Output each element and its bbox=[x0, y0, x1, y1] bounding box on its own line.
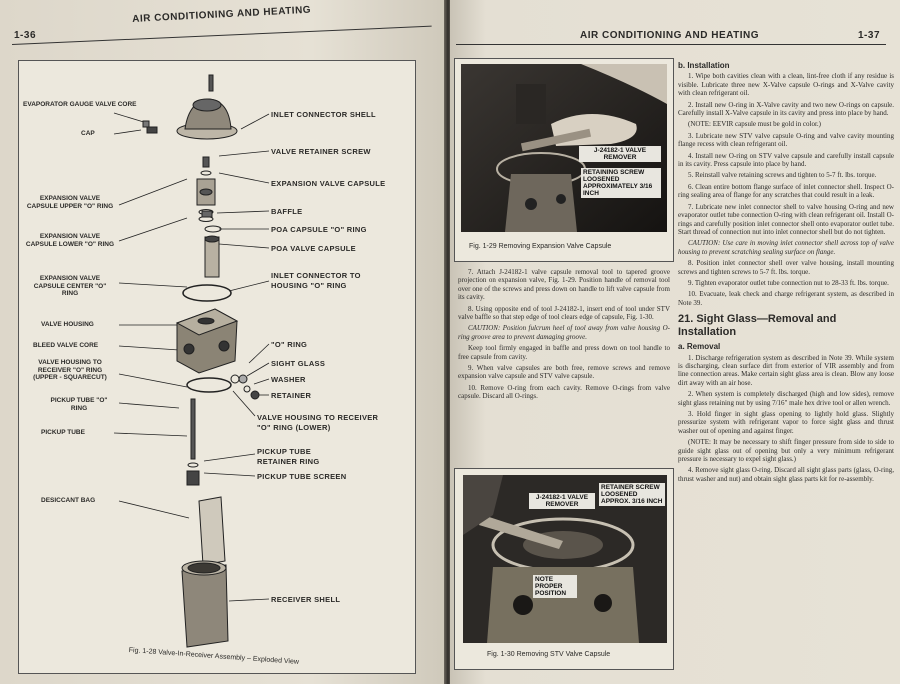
paragraph: 4. Remove sight glass O-ring. Discard al… bbox=[678, 466, 894, 483]
label-desiccant-bag: DESICCANT BAG bbox=[41, 497, 96, 504]
label-valve-housing: VALVE HOUSING bbox=[41, 321, 94, 328]
label-expansion-valve-capsule: EXPANSION VALVE CAPSULE bbox=[271, 179, 386, 188]
label-valve-retainer-screw: VALVE RETAINER SCREW bbox=[271, 147, 371, 156]
paragraph: 6. Clean entire bottom flange surface of… bbox=[678, 182, 894, 200]
paragraph: 9. When valve capsules are both free, re… bbox=[458, 364, 670, 381]
text-column-2: b. Installation 1. Wipe both cavities cl… bbox=[678, 61, 894, 486]
header-rule-left bbox=[12, 25, 432, 45]
caution-paragraph: CAUTION: Use care in moving inlet connec… bbox=[678, 239, 894, 256]
caution-paragraph: CAUTION: Position fulcrum heel of tool a… bbox=[458, 324, 670, 341]
label-sight-glass: SIGHT GLASS bbox=[271, 359, 326, 368]
removal-heading: a. Removal bbox=[678, 342, 721, 352]
page-header-left: AIR CONDITIONING AND HEATING bbox=[132, 4, 312, 25]
caption-fig-1-30: Fig. 1-30 Removing STV Valve Capsule bbox=[487, 651, 611, 658]
label-baffle: BAFFLE bbox=[271, 207, 303, 216]
label-valve-housing-o-ring-upper: VALVE HOUSING TO RECEIVER "O" RING (UPPE… bbox=[33, 359, 107, 381]
label-pickup-tube-retainer-ring: PICKUP TUBE RETAINER RING bbox=[257, 447, 320, 466]
note-paragraph: (NOTE: It may be necessary to shift fing… bbox=[678, 438, 894, 464]
label-inlet-connector-to-housing-o-ring: INLET CONNECTOR TO HOUSING "O" RING bbox=[271, 271, 361, 290]
label-valve-housing-o-ring-lower: VALVE HOUSING TO RECEIVER "O" RING (LOWE… bbox=[257, 413, 379, 432]
page-number-left: 1-36 bbox=[14, 30, 37, 41]
label-poa-valve-capsule: POA VALVE CAPSULE bbox=[271, 244, 356, 253]
page-number-right: 1-37 bbox=[858, 30, 881, 41]
label-expansion-lower-o-ring: EXPANSION VALVE CAPSULE LOWER "O" RING bbox=[25, 233, 115, 248]
paragraph: 4. Install new O-ring on STV valve capsu… bbox=[678, 151, 894, 169]
label-cap: CAP bbox=[81, 130, 95, 137]
label-expansion-upper-o-ring: EXPANSION VALVE CAPSULE UPPER "O" RING bbox=[26, 195, 114, 210]
label-expansion-center-o-ring: EXPANSION VALVE CAPSULE CENTER "O" RING bbox=[33, 275, 107, 297]
paragraph: 3. Hold finger in sight glass opening to… bbox=[678, 410, 894, 435]
right-page: AIR CONDITIONING AND HEATING 1-37 J-2418… bbox=[450, 0, 900, 684]
paragraph: 2. When system is completely discharged … bbox=[678, 390, 894, 407]
paragraph: 7. Attach J-24182-1 valve capsule remova… bbox=[458, 268, 670, 302]
label-pickup-tube-screen: PICKUP TUBE SCREEN bbox=[257, 472, 347, 481]
section-heading-sight-glass: 21. Sight Glass—Removal and Installation bbox=[678, 313, 837, 339]
header-rule-right bbox=[456, 44, 886, 45]
paragraph: 9. Tighten evaporator outlet tube connec… bbox=[688, 278, 889, 287]
left-page: 1-36 AIR CONDITIONING AND HEATING bbox=[0, 0, 446, 684]
label-inlet-connector-shell: INLET CONNECTOR SHELL bbox=[271, 110, 376, 119]
label-retainer: RETAINER bbox=[271, 391, 312, 400]
paragraph: 7. Lubricate new inlet connector shell t… bbox=[678, 202, 894, 236]
paragraph: 1. Discharge refrigeration system as des… bbox=[678, 353, 894, 387]
figure-1-30: J-24182-1 VALVE REMOVER RETAINER SCREW L… bbox=[454, 468, 674, 670]
label-o-ring: "O" RING bbox=[271, 340, 308, 349]
fig-1-30-label-retainer-screw: RETAINER SCREW LOOSENED APPROX. 3/16 INC… bbox=[599, 483, 665, 506]
label-pickup-tube-o-ring: PICKUP TUBE "O" RING bbox=[50, 397, 108, 412]
paragraph: 10. Remove O-ring from each cavity. Remo… bbox=[458, 383, 670, 401]
paragraph: 3. Lubricate new STV valve capsule O-rin… bbox=[678, 131, 894, 149]
paragraph: 1. Wipe both cavities clean with a clean… bbox=[678, 72, 894, 98]
fig-1-30-label-note-position: NOTE PROPER POSITION bbox=[533, 575, 577, 598]
fig-1-29-label-valve-remover: J-24182-1 VALVE REMOVER bbox=[579, 146, 661, 162]
label-washer: WASHER bbox=[271, 375, 306, 384]
figure-1-28: EVAPORATOR GAUGE VALVE CORE CAP EXPANSIO… bbox=[18, 60, 416, 674]
paragraph: Keep tool firmly engaged in baffle and p… bbox=[458, 344, 670, 361]
exploded-view-drawing bbox=[113, 74, 270, 648]
fig-1-29-photo: J-24182-1 VALVE REMOVER RETAINING SCREW … bbox=[461, 64, 667, 232]
label-pickup-tube: PICKUP TUBE bbox=[41, 429, 85, 436]
fig-1-29-label-retaining-screw: RETAINING SCREW LOOSENED APPROXIMATELY 3… bbox=[581, 168, 661, 198]
paragraph: 8. Using opposite end of tool J-24182-1,… bbox=[458, 304, 670, 322]
label-poa-capsule-o-ring: POA CAPSULE "O" RING bbox=[271, 225, 367, 234]
paragraph: 2. Install new O-ring in X-Valve cavity … bbox=[678, 100, 894, 118]
figure-1-29: J-24182-1 VALVE REMOVER RETAINING SCREW … bbox=[454, 58, 674, 262]
paragraph: 10. Evacuate, leak check and charge refr… bbox=[678, 290, 894, 307]
installation-heading: b. Installation bbox=[678, 61, 730, 70]
label-evaporator-gauge-valve-core: EVAPORATOR GAUGE VALVE CORE bbox=[23, 101, 137, 108]
fig-1-30-photo: J-24182-1 VALVE REMOVER RETAINER SCREW L… bbox=[463, 475, 667, 643]
paragraph: 5. Reinstall valve retaining screws and … bbox=[688, 171, 877, 180]
book-gutter bbox=[444, 0, 452, 684]
fig-1-30-label-valve-remover: J-24182-1 VALVE REMOVER bbox=[529, 493, 595, 509]
caption-fig-1-29: Fig. 1-29 Removing Expansion Valve Capsu… bbox=[469, 243, 612, 250]
paragraph: 8. Position inlet connector shell over v… bbox=[678, 259, 894, 276]
page-header-right: AIR CONDITIONING AND HEATING bbox=[580, 30, 759, 41]
label-receiver-shell: RECEIVER SHELL bbox=[271, 595, 341, 604]
note-paragraph: (NOTE: EEVIR capsule must be gold in col… bbox=[688, 120, 821, 129]
label-bleed-valve-core: BLEED VALVE CORE bbox=[33, 342, 99, 349]
text-column-1: 7. Attach J-24182-1 valve capsule remova… bbox=[458, 268, 670, 404]
